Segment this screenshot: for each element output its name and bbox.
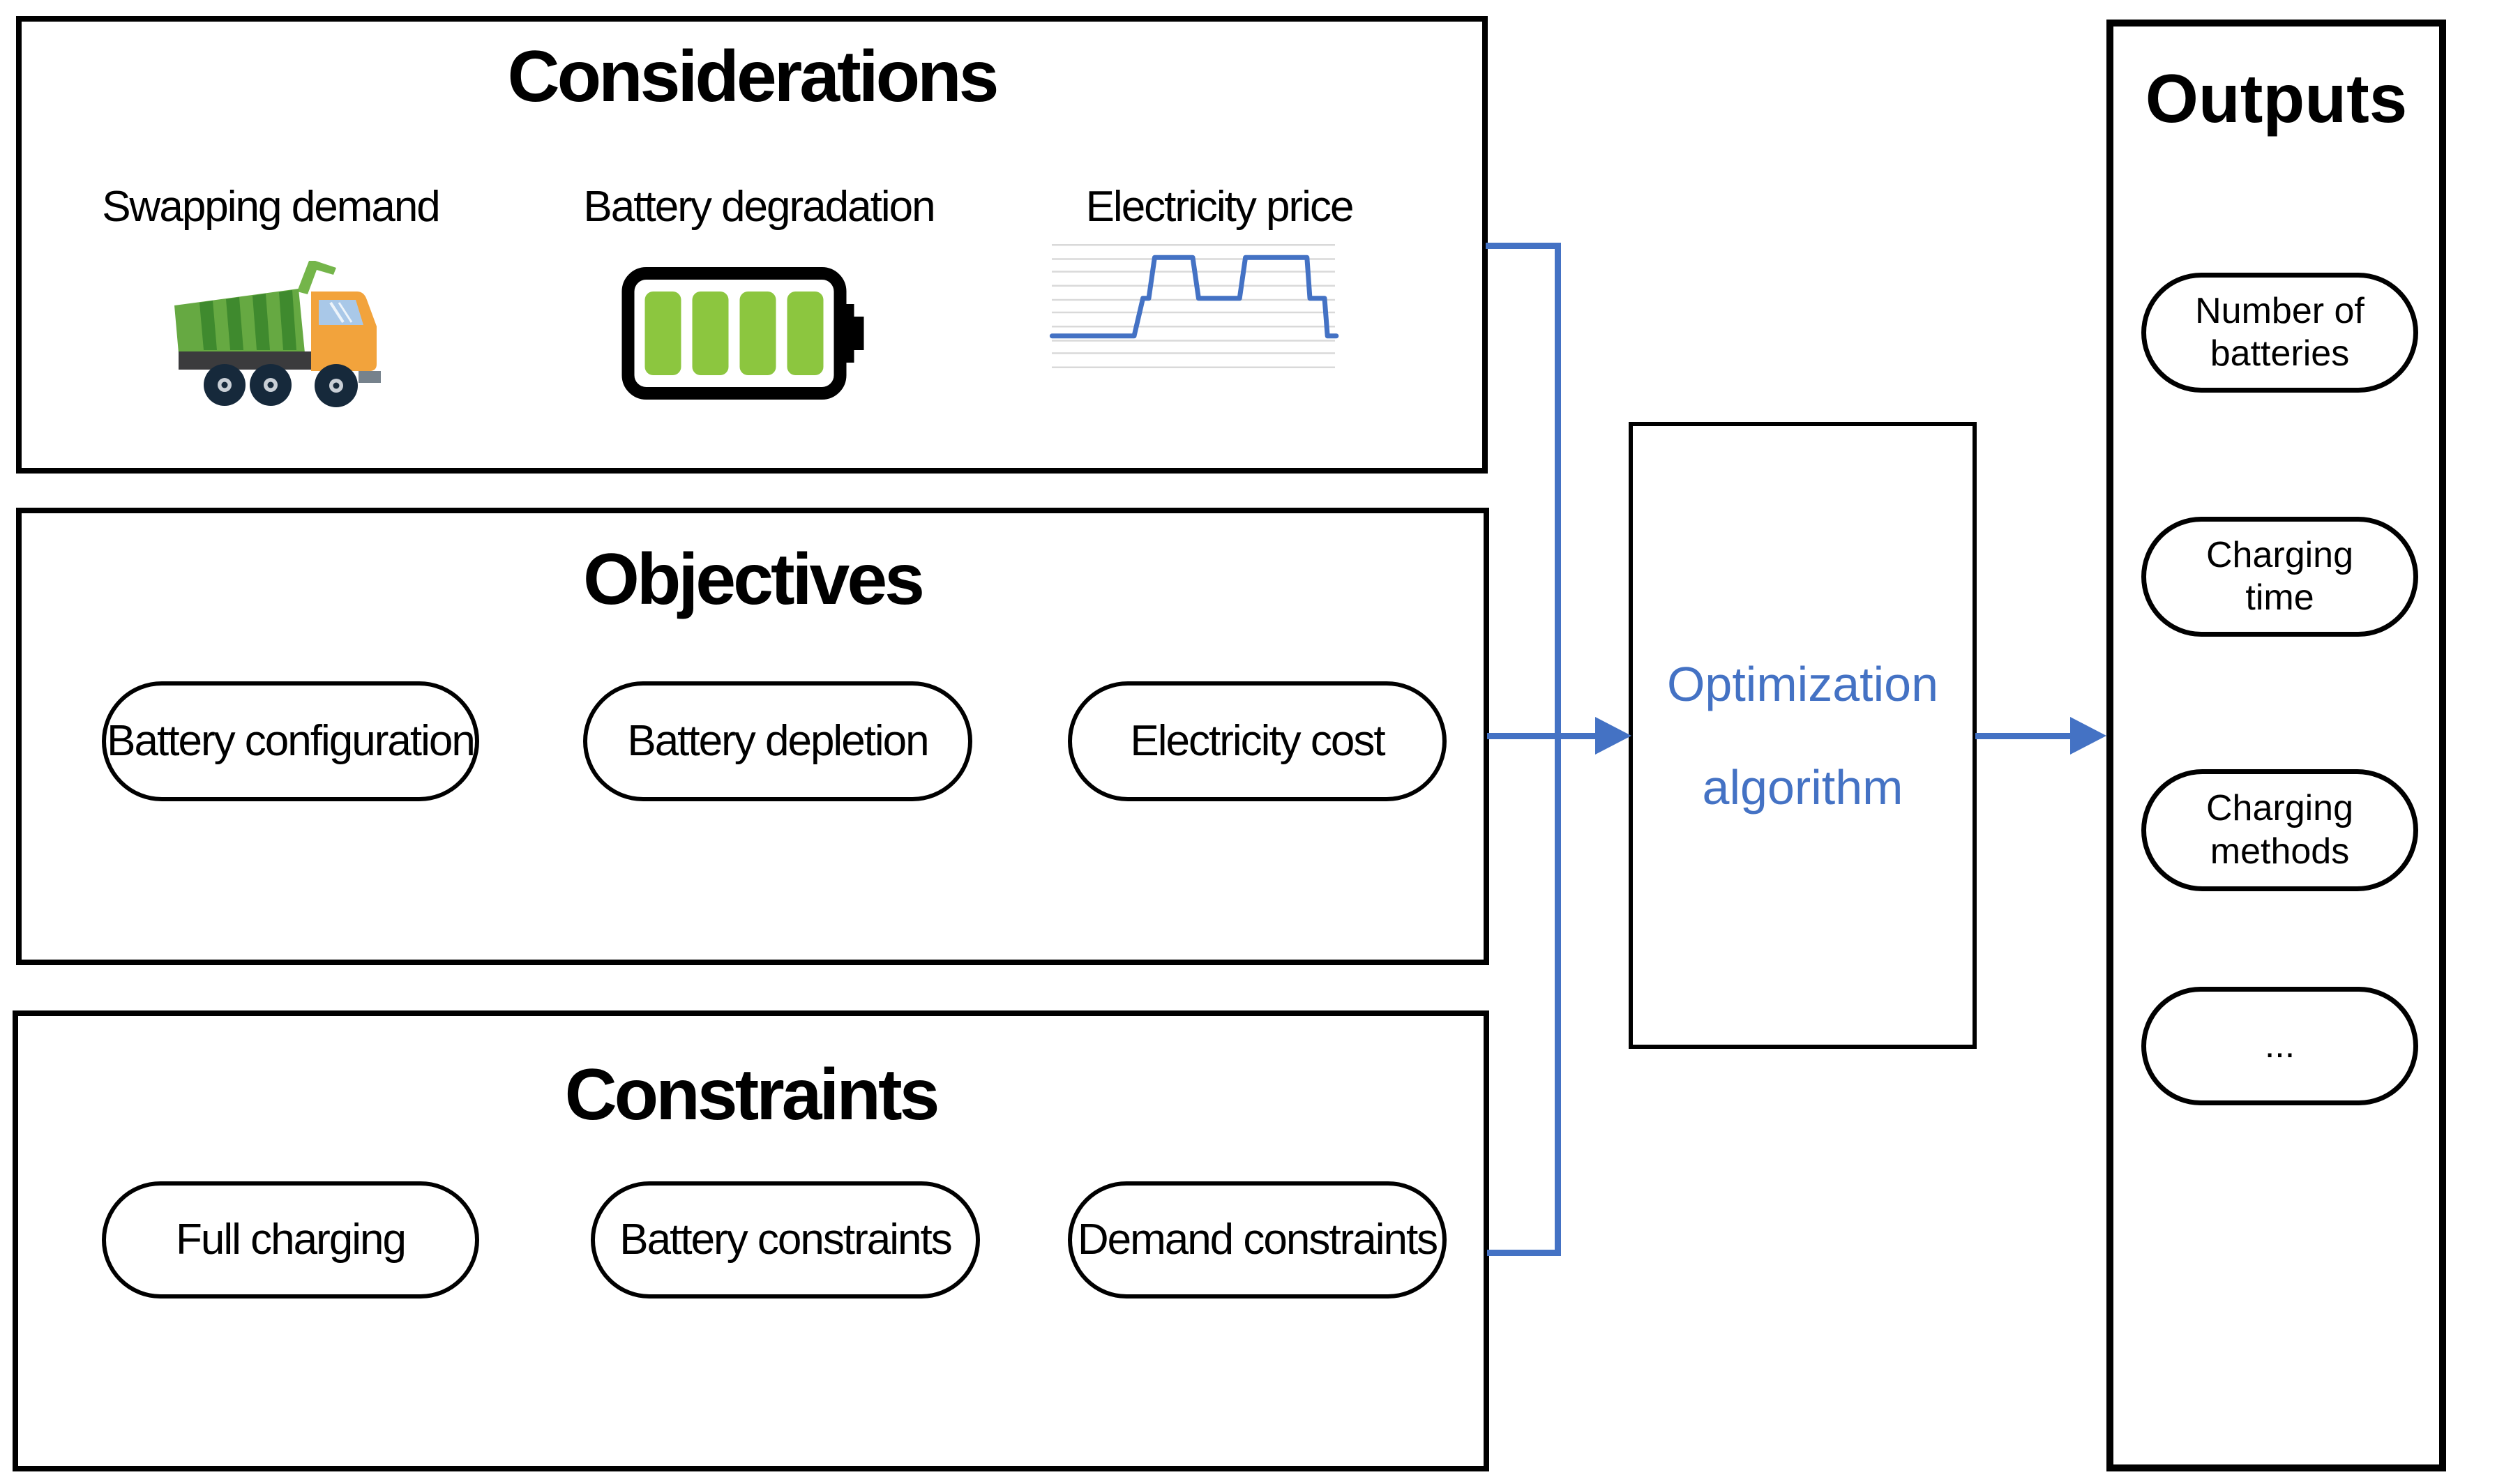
battery-configuration-pill: Battery configuration	[102, 681, 479, 801]
ellipsis-pill-label: ...	[2264, 1025, 2295, 1066]
number-of-batteries-pill-label: Number of batteries	[2195, 290, 2365, 374]
number-of-batteries-pill: Number of batteries	[2141, 273, 2418, 393]
battery-constraints-pill-label: Battery constraints	[619, 1216, 952, 1264]
battery-full-icon	[621, 267, 864, 400]
ellipsis-pill: ...	[2141, 987, 2418, 1105]
arrowhead-into-outputs-icon	[2070, 717, 2106, 755]
battery-configuration-pill-label: Battery configuration	[107, 717, 476, 766]
battery-depletion-pill: Battery depletion	[583, 681, 972, 801]
dump-truck-icon	[174, 261, 381, 407]
charging-methods-pill: Charging methods	[2141, 769, 2418, 891]
battery-depletion-pill-label: Battery depletion	[627, 717, 929, 766]
optimization-algorithm-box: Optimization algorithm	[1629, 422, 1977, 1049]
connector-bus-to-optimization	[1487, 733, 1597, 739]
considerations-title: Considerations	[507, 36, 1000, 117]
charging-methods-pill-label: Charging methods	[2205, 788, 2354, 872]
objectives-title: Objectives	[582, 539, 925, 620]
full-charging-pill-label: Full charging	[176, 1216, 407, 1264]
electricity-price-label: Electricity price	[1085, 183, 1355, 231]
arrowhead-into-optimization-icon	[1595, 717, 1631, 755]
full-charging-pill: Full charging	[102, 1181, 479, 1298]
outputs-title: Outputs	[2145, 60, 2408, 137]
optimization-algorithm-label-line2: algorithm	[1702, 759, 1903, 815]
electricity-cost-pill: Electricity cost	[1068, 681, 1447, 801]
optimization-algorithm-label-line1: Optimization	[1666, 656, 1939, 711]
outputs-box: Outputs Number of batteries Charging tim…	[2106, 20, 2446, 1471]
price-step-chart	[1049, 244, 1339, 368]
swapping-demand-label: Swapping demand	[102, 183, 441, 231]
demand-constraints-pill: Demand constraints	[1068, 1181, 1447, 1298]
battery-degradation-label: Battery degradation	[583, 183, 935, 231]
charging-time-pill-label: Charging time	[2205, 534, 2354, 618]
electricity-cost-pill-label: Electricity cost	[1130, 717, 1385, 766]
constraints-title: Constraints	[564, 1054, 940, 1135]
objectives-box: Objectives Battery configuration Battery…	[16, 508, 1489, 965]
battery-constraints-pill: Battery constraints	[591, 1181, 980, 1298]
considerations-box: Considerations Swapping demand Battery d…	[16, 16, 1488, 474]
demand-constraints-pill-label: Demand constraints	[1077, 1216, 1438, 1264]
connector-constraints-to-bus	[1487, 1250, 1557, 1256]
charging-time-pill: Charging time	[2141, 517, 2418, 637]
connector-vertical-bus	[1555, 243, 1561, 1256]
connector-considerations-to-bus	[1486, 243, 1558, 249]
constraints-box: Constraints Full charging Battery constr…	[13, 1010, 1489, 1471]
connector-optimization-to-outputs	[1975, 733, 2072, 739]
